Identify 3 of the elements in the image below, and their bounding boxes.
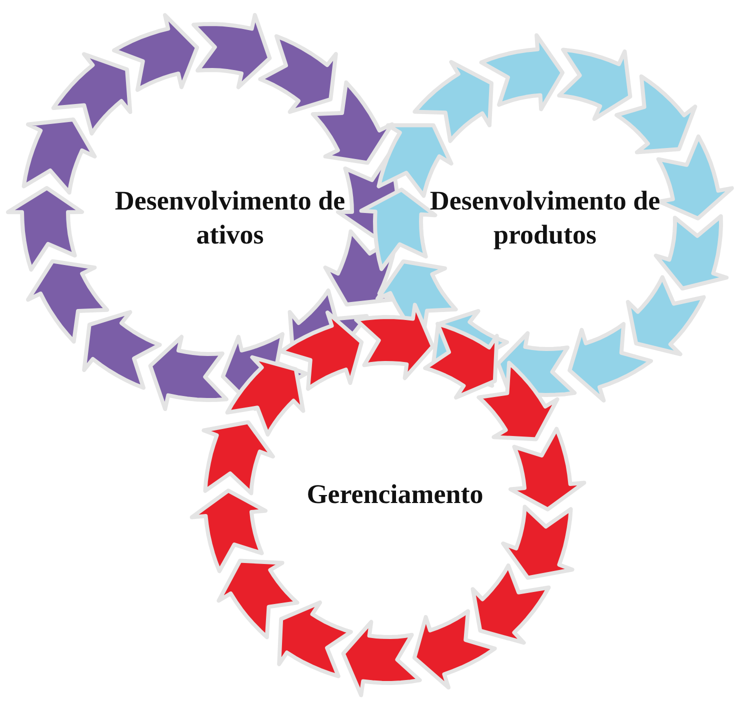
cycle-label: Desenvolvimento de produtos bbox=[428, 184, 662, 252]
cycle-label: Gerenciamento bbox=[306, 478, 484, 512]
cycle-label: Desenvolvimento de ativos bbox=[114, 184, 346, 251]
